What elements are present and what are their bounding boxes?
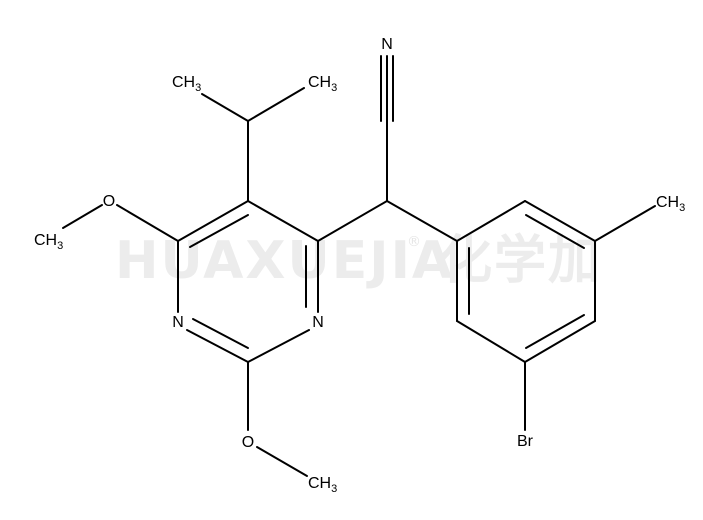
cyanomethyl-bridge <box>317 55 458 242</box>
bond-ar5-ar6 <box>456 320 526 363</box>
bond-o-ch3 <box>256 446 308 477</box>
methoxy2-o-label: O <box>242 434 254 451</box>
isopropyl-ch3-left-label: CH3 <box>172 74 201 94</box>
ring-n1-label: N <box>172 314 184 331</box>
bond-c2-n1-inner <box>192 318 249 349</box>
methoxy-6-group <box>62 204 179 242</box>
watermark-chinese: 化学加 <box>440 231 602 291</box>
benzene-ring <box>456 200 596 363</box>
bond-ch-aryl <box>386 200 458 242</box>
watermark-registered-mark: ® <box>407 234 421 250</box>
pyrimidine-ring <box>177 200 319 363</box>
bond-ar2-ar3-inner <box>525 214 585 249</box>
bond-c6-o <box>116 204 179 242</box>
bromine-label: Br <box>517 433 534 450</box>
aryl-substituents <box>524 205 656 431</box>
atom-labels: N N N Br O O CH3 CH3 CH3 CH3 CH3 <box>34 36 685 495</box>
ring-n3-label: N <box>312 314 324 331</box>
bond-c4-ch <box>317 200 388 242</box>
bond-ar4-ar5-inner <box>525 314 585 349</box>
bond-ar2-ar3 <box>524 200 596 242</box>
bond-ch-ch3-right <box>247 87 305 122</box>
bond-c5-c4 <box>247 200 319 242</box>
bond-ar3-ch3 <box>594 205 656 242</box>
aryl-ch3-label: CH3 <box>656 194 685 214</box>
bond-c6-c5-inner <box>189 214 249 248</box>
bond-o-ch3 <box>62 204 103 229</box>
watermark-text: HUAXUEJIA <box>115 231 454 291</box>
nitrile-n-label: N <box>381 36 393 53</box>
bond-n3-c2 <box>247 329 310 363</box>
bond-ar4-ar5 <box>524 320 596 363</box>
methoxy6-o-label: O <box>103 193 115 210</box>
isopropyl-group <box>201 87 305 202</box>
bond-c6-c5 <box>177 200 249 242</box>
bond-c2-n1 <box>186 329 249 363</box>
methoxy-2-group <box>247 361 308 477</box>
isopropyl-ch3-right-label: CH3 <box>308 74 337 94</box>
bond-ch-ch3-left <box>201 93 249 122</box>
bond-ar1-ar2 <box>456 200 526 242</box>
methoxy6-ch3-label: CH3 <box>34 232 63 252</box>
watermark: HUAXUEJIA ® 化学加 <box>115 231 602 291</box>
methoxy2-ch3-label: CH3 <box>308 475 337 495</box>
